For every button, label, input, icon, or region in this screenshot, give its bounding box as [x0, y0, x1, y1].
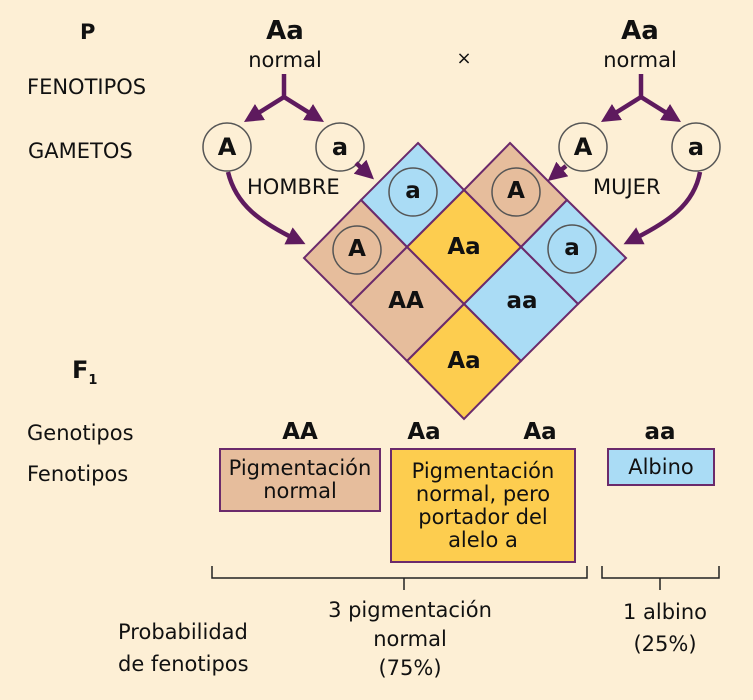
probability-label-line1: Probabilidad: [118, 620, 248, 644]
phenotypes-label: FENOTIPOS: [27, 75, 147, 99]
male-genotype: Aa: [266, 16, 304, 46]
probability-line: 1 albino: [622, 600, 708, 624]
male-parent-gamete-A: [202, 122, 252, 172]
cell-genotype: aa: [506, 288, 538, 314]
grid-male-header-a: a: [405, 178, 421, 204]
female-label: MUJER: [593, 175, 661, 199]
f1-subscript: 1: [88, 373, 98, 388]
male-gamete-A-text: A: [217, 133, 237, 161]
phenotype-box-albino: Albino: [607, 448, 715, 486]
female-parent-gamete-a: [671, 122, 721, 172]
female-gamete-circle-a: [547, 224, 597, 274]
phenotype-box-carrier: Pigmentación normal, pero portador del a…: [390, 448, 576, 563]
male-gamete-circle-a: [388, 167, 438, 217]
arrow-female-a-to-grid: [623, 171, 703, 245]
offspring-genotype: Aa: [523, 419, 557, 445]
phenotype-line: Pigmentación: [411, 458, 555, 483]
genotypes-label: Genotipos: [27, 421, 134, 445]
cell-genotype: AA: [388, 288, 424, 314]
male-gamete-circle-A: [332, 225, 382, 275]
cell-genotype: Aa: [447, 234, 481, 260]
probability-normal: 3 pigmentación normal (75%): [328, 596, 492, 683]
phenotype-line: normal: [263, 479, 337, 503]
female-gamete-a-text: a: [687, 133, 705, 161]
female-genotype: Aa: [621, 16, 659, 46]
phenotype-line: portador del: [418, 504, 548, 529]
phenotype-line: Pigmentación: [228, 456, 372, 480]
grid-male-header-A: A: [348, 236, 366, 262]
grid-female-header-a: a: [564, 235, 580, 261]
female-gamete-circle-A: [491, 167, 541, 217]
male-gamete-a-text: a: [331, 133, 349, 161]
cross-symbol: ×: [456, 48, 472, 69]
phenotype-line: Albino: [628, 454, 694, 479]
probability-label-line2: de fenotipos: [118, 652, 249, 676]
female-split-arrow: [600, 74, 682, 123]
cell-genotype: Aa: [447, 348, 481, 374]
punnett-cell-Aa-bottom: [405, 302, 523, 421]
offspring-genotype: AA: [282, 419, 318, 445]
offspring-genotype: Aa: [407, 419, 441, 445]
bracket-normal: [211, 566, 588, 590]
male-parent-gamete-a: [315, 122, 365, 172]
probability-line: 3 pigmentación: [328, 598, 492, 622]
probability-albino: 1 albino (25%): [623, 596, 707, 660]
male-label: HOMBRE: [247, 175, 340, 199]
male-split-arrow: [243, 74, 325, 123]
f1-phenotypes-label: Fenotipos: [27, 462, 129, 486]
female-gamete-A-text: A: [573, 133, 593, 161]
arrow-female-A-to-grid: [547, 161, 569, 181]
arrow-male-A-to-grid: [225, 171, 306, 245]
gametes-label: GAMETOS: [28, 139, 133, 163]
f1-label: F1: [72, 356, 97, 388]
probability-line: normal: [373, 627, 447, 651]
probability-line: (25%): [633, 632, 697, 656]
f1-letter: F: [72, 356, 89, 384]
bracket-albino: [601, 566, 720, 590]
female-phenotype: normal: [603, 48, 677, 72]
offspring-genotype: aa: [644, 419, 676, 445]
arrow-male-a-to-grid: [353, 159, 374, 180]
female-parent-gamete-A: [558, 122, 608, 172]
p-generation-label: P: [80, 20, 96, 44]
phenotype-line: normal, pero: [415, 481, 551, 506]
grid-female-header-A: A: [507, 178, 525, 204]
male-phenotype: normal: [248, 48, 322, 72]
phenotype-box-normal: Pigmentación normal: [219, 448, 381, 512]
probability-line: (75%): [378, 656, 442, 680]
phenotype-line: alelo a: [448, 527, 518, 552]
